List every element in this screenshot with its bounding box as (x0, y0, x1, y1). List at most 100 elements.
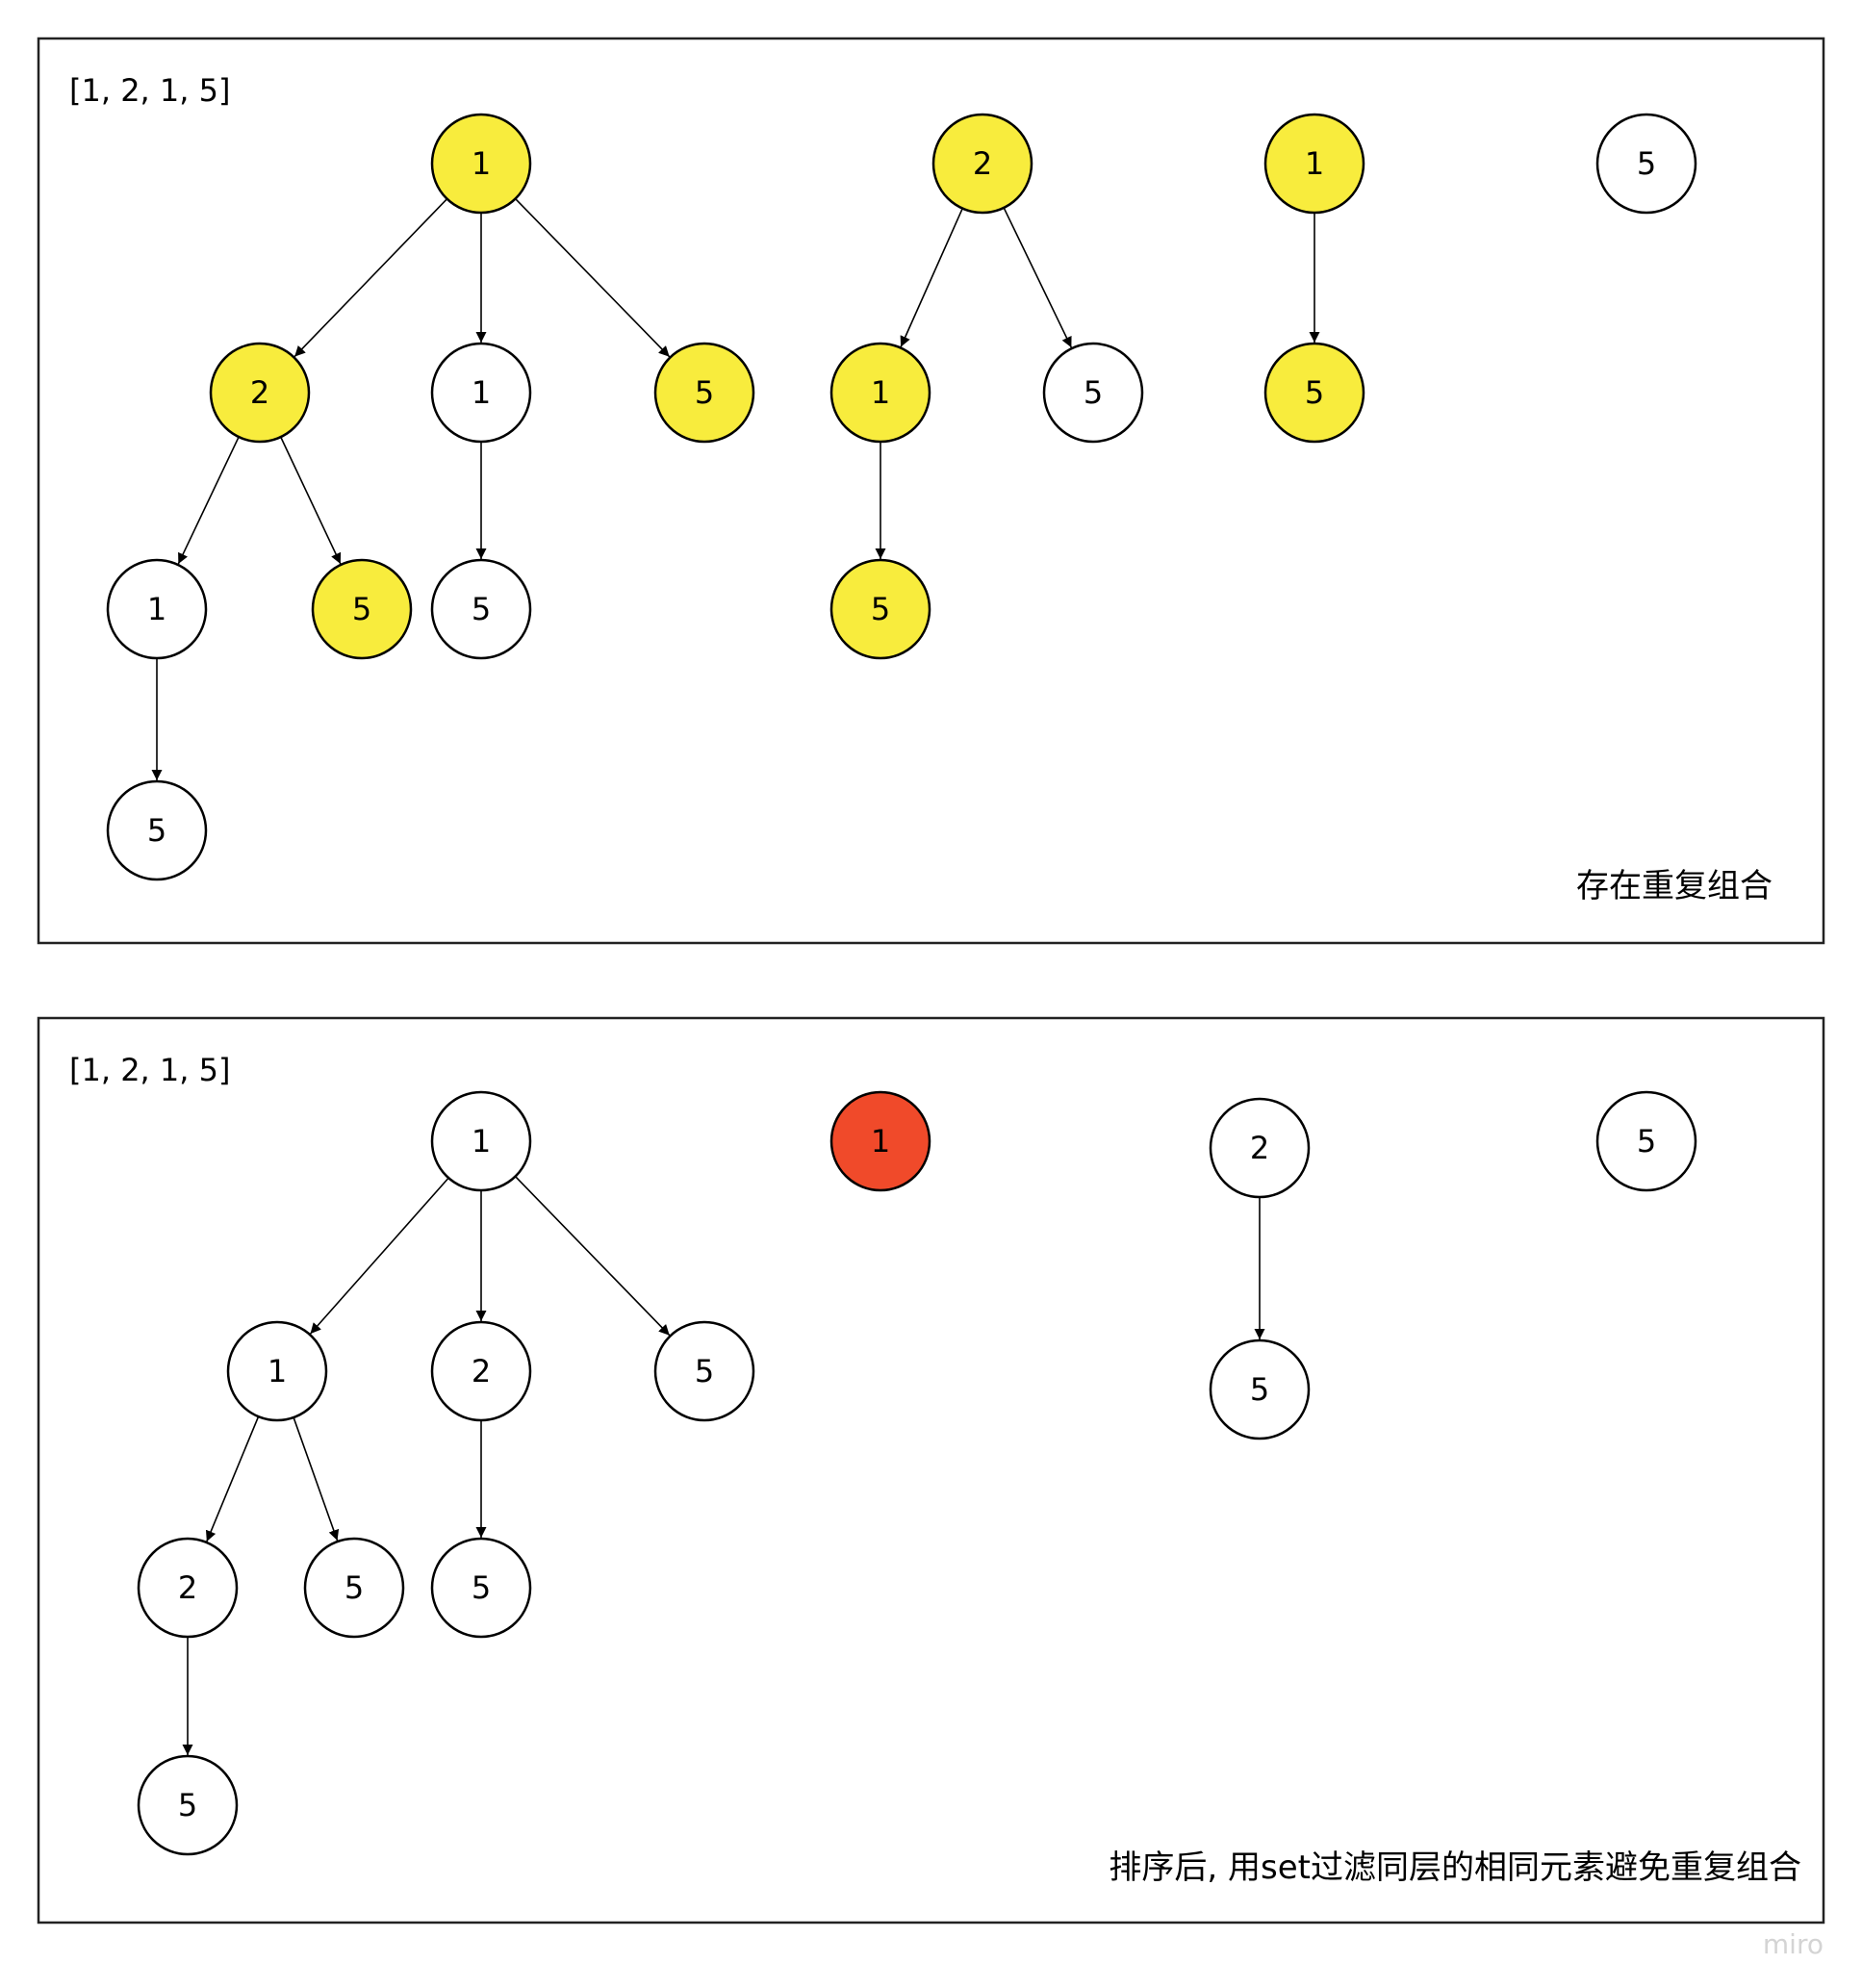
node-circle (137, 1754, 239, 1856)
node-circle (653, 1320, 755, 1422)
tree-node-highlight: 5 (653, 342, 755, 444)
panel-top-frame (37, 37, 1825, 945)
node-label: 5 (147, 812, 166, 849)
panel-bottom-caption: 排序后, 用set过滤同层的相同元素避免重复组合 (1109, 1848, 1801, 1887)
node-circle (106, 558, 208, 660)
node-label: 5 (344, 1569, 364, 1606)
node-label: 5 (1637, 145, 1656, 182)
node-circle (1595, 113, 1697, 215)
node-circle (829, 342, 931, 444)
tree-node-highlight: 1 (1263, 113, 1365, 215)
panel-bottom-edges (182, 1176, 1265, 1755)
node-label: 2 (472, 1353, 491, 1389)
tree-node-pruned: 1 (829, 1090, 931, 1192)
tree-node-highlight: 2 (931, 113, 1033, 215)
tree-node-plain: 5 (1595, 1090, 1697, 1192)
tree-node-plain: 1 (430, 342, 532, 444)
node-label: 2 (250, 374, 269, 411)
tree-node-plain: 2 (1209, 1097, 1311, 1199)
tree-node-plain: 5 (1209, 1338, 1311, 1440)
node-label: 5 (1084, 374, 1103, 411)
node-label: 5 (352, 591, 371, 627)
tree-node-plain: 5 (430, 1537, 532, 1639)
node-circle (226, 1320, 328, 1422)
node-label: 1 (147, 591, 166, 627)
edge-arrow (205, 1415, 260, 1542)
panel-bottom-nodes: 1 1 2 5 2 5 5 5 1 2 5 5 (137, 1090, 1697, 1856)
tree-node-plain: 1 (430, 1090, 532, 1192)
tree-node-plain: 1 (106, 558, 208, 660)
panel-top-nodes: 1 2 1 5 1 5 5 5 2 1 5 5 1 5 5 (106, 113, 1697, 881)
panel-bottom-frame (37, 1016, 1825, 1924)
node-label: 5 (695, 374, 714, 411)
tree-node-highlight: 5 (311, 558, 413, 660)
edge-arrow (293, 1416, 340, 1542)
node-label: 5 (178, 1787, 197, 1823)
tree-node-highlight: 5 (829, 558, 931, 660)
edge-arrow (293, 198, 448, 358)
node-circle (1209, 1097, 1311, 1199)
tree-node-plain: 1 (226, 1320, 328, 1422)
node-circle (430, 113, 532, 215)
node-circle (931, 113, 1033, 215)
node-circle (311, 558, 413, 660)
panel-top-edges (151, 197, 1320, 780)
node-circle (430, 558, 532, 660)
node-label: 1 (472, 145, 491, 182)
edge-arrow (1003, 207, 1073, 348)
tree-node-highlight: 1 (430, 113, 532, 215)
node-label: 1 (472, 1123, 491, 1160)
node-circle (829, 1090, 931, 1192)
edge-arrow (177, 436, 240, 565)
edge-arrow (515, 197, 671, 358)
node-label: 5 (871, 591, 890, 627)
node-label: 5 (1250, 1371, 1269, 1408)
node-label: 1 (871, 1123, 890, 1160)
node-label: 1 (268, 1353, 287, 1389)
watermark-text: miro (1763, 1928, 1824, 1960)
node-label: 1 (472, 374, 491, 411)
node-label: 5 (472, 1569, 491, 1606)
node-label: 5 (1637, 1123, 1656, 1160)
tree-node-plain: 5 (303, 1537, 405, 1639)
tree-node-plain: 2 (137, 1537, 239, 1639)
panel-bottom: [1, 2, 1, 5] 排序后, 用set过滤同层的相同元素避免重复组合 11… (37, 1016, 1825, 1924)
node-circle (430, 1537, 532, 1639)
edge-arrow (309, 1177, 449, 1335)
tree-node-highlight: 5 (1263, 342, 1365, 444)
node-circle (137, 1537, 239, 1639)
tree-node-plain: 5 (1595, 113, 1697, 215)
node-circle (1263, 113, 1365, 215)
tree-node-plain: 5 (430, 558, 532, 660)
node-circle (1263, 342, 1365, 444)
node-label: 1 (871, 374, 890, 411)
tree-node-plain: 5 (137, 1754, 239, 1856)
node-circle (106, 779, 208, 881)
node-circle (829, 558, 931, 660)
panel-top: [1, 2, 1, 5] 存在重复组合 1 2 1 5 1 5 5 5 2 1 5 5 1 5 5 (37, 37, 1825, 945)
node-circle (1209, 1338, 1311, 1440)
node-label: 1 (1305, 145, 1324, 182)
edge-arrow (514, 1176, 671, 1337)
node-label: 2 (1250, 1130, 1269, 1166)
node-circle (430, 342, 532, 444)
tree-node-plain: 5 (653, 1320, 755, 1422)
tree-node-highlight: 2 (209, 342, 311, 444)
edge-arrow (280, 436, 342, 565)
node-label: 5 (472, 591, 491, 627)
tree-node-plain: 2 (430, 1320, 532, 1422)
panel-top-caption: 存在重复组合 (1576, 867, 1773, 905)
tree-node-plain: 5 (1042, 342, 1144, 444)
node-label: 2 (973, 145, 992, 182)
node-circle (1595, 1090, 1697, 1192)
node-label: 2 (178, 1569, 197, 1606)
edge-arrow (900, 208, 963, 347)
panel-top-input-label: [1, 2, 1, 5] (69, 72, 230, 109)
node-circle (430, 1090, 532, 1192)
node-circle (1042, 342, 1144, 444)
node-label: 5 (1305, 374, 1324, 411)
node-circle (303, 1537, 405, 1639)
node-label: 5 (695, 1353, 714, 1389)
tree-node-highlight: 1 (829, 342, 931, 444)
